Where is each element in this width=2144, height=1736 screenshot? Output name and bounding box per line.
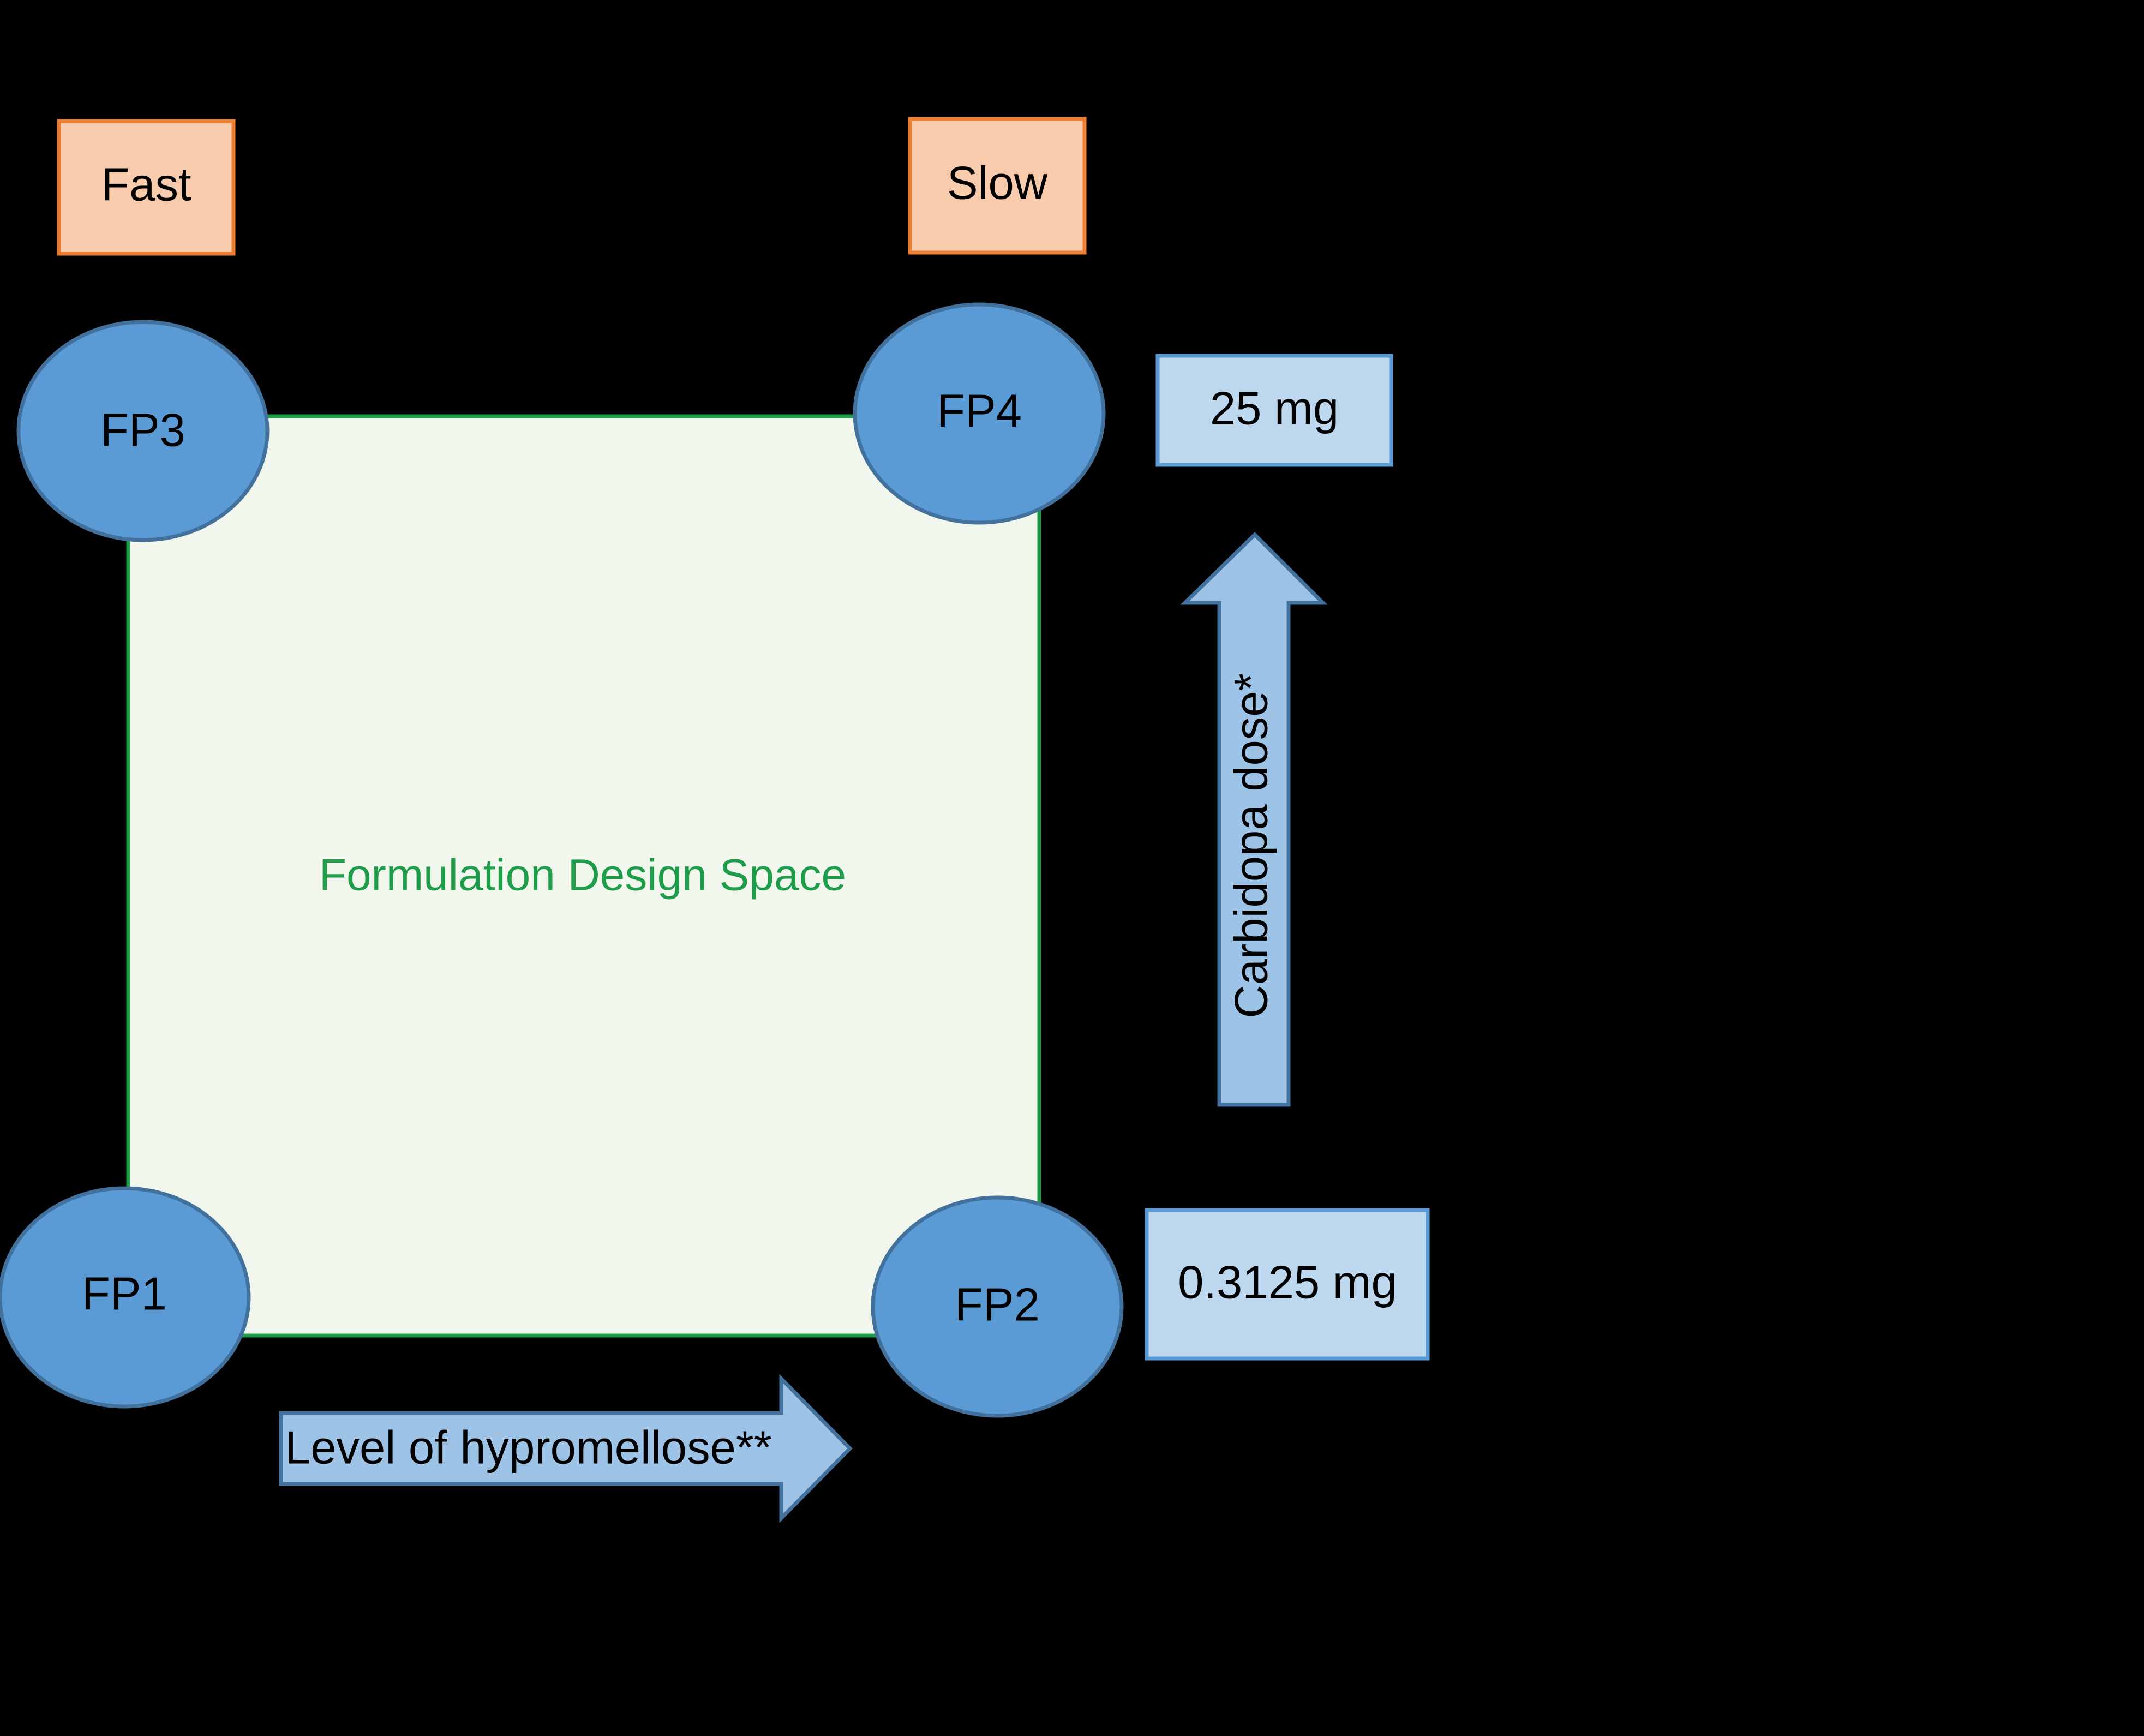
- fp1-node: [0, 1186, 251, 1409]
- fp4-label: FP4: [937, 385, 1022, 437]
- fp2-node: [871, 1195, 1124, 1418]
- dose-low-label: 0.3125 mg: [1178, 1256, 1397, 1308]
- dose-high-label: 25 mg: [1210, 382, 1339, 434]
- fp3-label: FP3: [100, 404, 185, 456]
- fp2-label: FP2: [955, 1279, 1040, 1331]
- fp3-node: [16, 320, 270, 542]
- fast-release-label: Fast: [101, 159, 191, 211]
- carbidopa-dose-label: Carbidopa dose*: [1225, 673, 1277, 1018]
- design-space-box: [126, 414, 1041, 1338]
- slow-release-box: [908, 117, 1087, 255]
- fast-release-box: [57, 119, 236, 256]
- design-space-label: Formulation Design Space: [319, 851, 846, 900]
- fp4-node: [853, 302, 1106, 525]
- hypromellose-level-arrow: [279, 1374, 853, 1523]
- fp1-label: FP1: [82, 1268, 167, 1320]
- dose-low-box: [1145, 1208, 1430, 1361]
- dose-high-box: [1155, 354, 1393, 467]
- carbidopa-dose-arrow: [1180, 532, 1328, 1107]
- hypromellose-level-label: Level of hypromellose**: [285, 1422, 772, 1474]
- slow-release-label: Slow: [947, 157, 1048, 209]
